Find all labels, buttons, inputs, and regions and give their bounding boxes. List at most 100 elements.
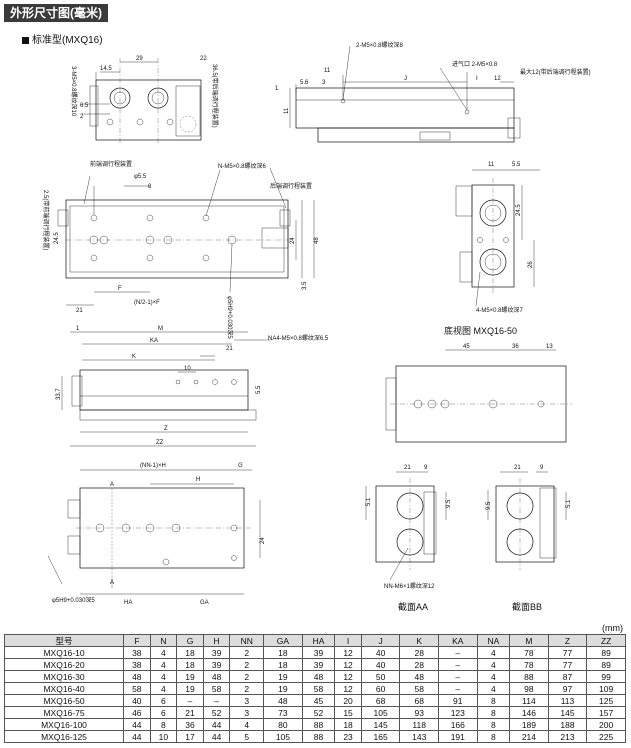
table-cell: 18	[176, 646, 204, 659]
dim-2: 2	[80, 114, 84, 120]
table-cell: 88	[509, 670, 549, 683]
table-cell: 88	[301, 730, 336, 743]
table-cell: 44	[202, 730, 231, 743]
dim-45: 45	[463, 344, 470, 350]
table-header-cell: M	[509, 634, 549, 647]
side-view-top-right	[289, 45, 521, 143]
table-header-cell: KA	[438, 634, 478, 647]
dim-GA: GA	[200, 600, 209, 606]
table-cell: 118	[399, 718, 439, 731]
dim-A-bottom: A	[110, 580, 114, 586]
table-cell: 93	[399, 706, 439, 719]
table-cell: 19	[263, 670, 303, 683]
table-cell: 189	[509, 718, 549, 731]
table-header-cell: NA	[476, 634, 511, 647]
table-cell: 4	[229, 718, 265, 731]
table-cell: 15	[334, 706, 362, 719]
dim-5-6: 5.6	[300, 80, 309, 86]
table-cell: 48	[301, 670, 336, 683]
dim-J-top: J	[404, 76, 407, 82]
table-cell: 46	[123, 706, 151, 719]
table-cell: –	[438, 646, 478, 659]
table-cell: 8	[476, 694, 511, 707]
table-cell: 157	[586, 706, 626, 719]
table-header-cell: ZZ	[586, 634, 626, 647]
dim-M: M	[158, 326, 163, 332]
table-cell: 165	[360, 730, 401, 743]
dim-21-side: 21	[226, 346, 233, 352]
table-cell: 2	[229, 658, 265, 671]
table-cell: 8	[476, 706, 511, 719]
table-cell: 77	[547, 658, 588, 671]
top-view-middle-left	[57, 167, 315, 306]
dim-21-mid: 21	[76, 308, 83, 314]
dim-48: 48	[314, 237, 320, 244]
table-cell: 44	[123, 730, 151, 743]
dim-K: K	[132, 354, 136, 360]
table-header-cell: Z	[547, 634, 588, 647]
dim-24-5-right: 24.5	[516, 204, 522, 216]
table-cell: 89	[586, 658, 626, 671]
table-cell: 8	[149, 718, 178, 731]
table-cell: 2	[229, 646, 265, 659]
table-cell: 23	[334, 730, 362, 743]
bottom-view-label: 底视图 MXQ16-50	[444, 326, 518, 336]
callout-max12: 最大12(带后端调行程装置)	[520, 68, 591, 76]
table-cell: 4	[476, 658, 511, 671]
dim-F: F	[118, 286, 122, 292]
table-cell: 28	[399, 658, 439, 671]
table-cell: 113	[547, 694, 588, 707]
table-cell: 68	[360, 694, 401, 707]
callout-front-adjuster: 前端调行程装置	[90, 160, 132, 168]
dim-21-bb: 21	[514, 465, 521, 471]
table-cell: 12	[334, 670, 362, 683]
table-cell: 39	[301, 646, 336, 659]
dim-KA: KA	[150, 338, 158, 344]
table-cell: 3	[229, 706, 265, 719]
callout-m5-thread-8: 2-M5×0.8螺纹深8	[356, 41, 404, 49]
table-cell: 225	[586, 730, 626, 743]
table-cell: 188	[547, 718, 588, 731]
table-cell: 214	[509, 730, 549, 743]
dim-26: 26	[528, 261, 534, 268]
table-cell: 166	[438, 718, 478, 731]
dim-9-bb: 9	[540, 465, 544, 471]
table-cell: MXQ16-20	[3, 658, 125, 671]
section-bb-label: 截面BB	[512, 602, 543, 612]
table-cell: MXQ16-100	[3, 718, 125, 731]
table-cell: 39	[202, 658, 231, 671]
dim-14-5: 14.5	[100, 66, 112, 72]
table-cell: 18	[263, 646, 303, 659]
table-cell: 48	[263, 694, 303, 707]
section-bb	[487, 471, 567, 570]
table-header-cell: GA	[263, 634, 303, 647]
table-cell: 60	[360, 682, 401, 695]
table-cell: 105	[360, 706, 401, 719]
table-cell: 20	[334, 694, 362, 707]
bottom-view	[385, 349, 572, 443]
table-cell: 4	[149, 646, 178, 659]
table-cell: 58	[399, 682, 439, 695]
table-cell: 48	[399, 670, 439, 683]
table-cell: 18	[263, 658, 303, 671]
table-cell: 18	[176, 658, 204, 671]
table-cell: 200	[586, 718, 626, 731]
table-cell: 10	[149, 730, 178, 743]
dim-1-mid: 1	[76, 326, 80, 332]
callout-phi5h9-mid: φ5H9+0.030深5	[226, 296, 234, 339]
drawing-canvas: 29 14.5 6.5 2 22 3-M5×0.8螺纹深10 36.5(带后端调…	[42, 41, 591, 606]
table-cell: 4	[149, 682, 178, 695]
table-cell: 21	[176, 706, 204, 719]
table-cell: 40	[360, 646, 401, 659]
dim-5-5: 5.5	[512, 162, 521, 168]
table-cell: 8	[476, 718, 511, 731]
table-cell: 36	[176, 718, 204, 731]
dim-11-right: 11	[488, 162, 495, 168]
table-cell: 145	[360, 718, 401, 731]
callout-phi55: φ5.5	[134, 174, 147, 180]
table-header-cell: K	[399, 634, 439, 647]
table-cell: 89	[586, 646, 626, 659]
